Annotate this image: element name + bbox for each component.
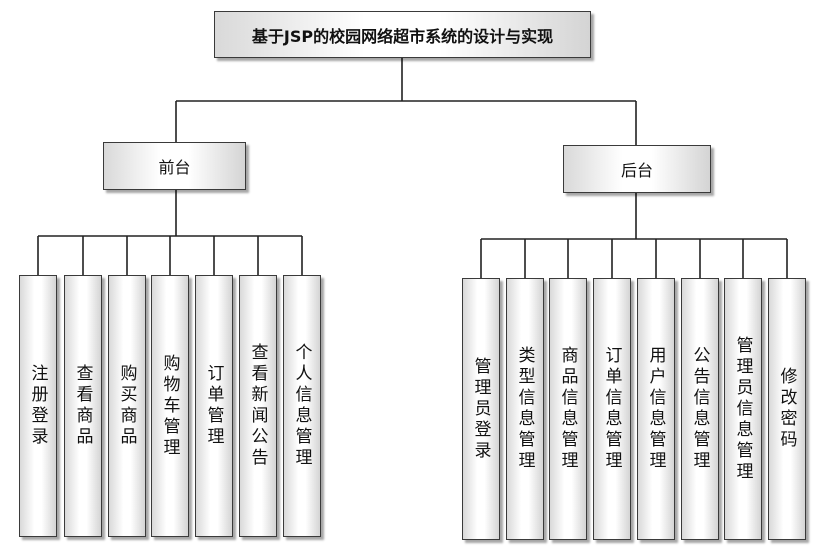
leaf-label: 查看新闻公告 [247, 343, 268, 469]
front-node: 前台 [103, 142, 246, 190]
leaf-label: 订单管理 [203, 364, 224, 448]
front-leaf-buy-products: 购买商品 [108, 275, 146, 537]
front-leaf-cart-management: 购物车管理 [151, 275, 189, 537]
front-leaf-order-management: 订单管理 [195, 275, 233, 537]
leaf-label: 修改密码 [776, 367, 797, 451]
leaf-label: 订单信息管理 [601, 346, 622, 472]
leaf-label: 商品信息管理 [557, 346, 578, 472]
back-leaf-user-info: 用户信息管理 [637, 278, 675, 540]
leaf-label: 个人信息管理 [291, 343, 312, 469]
front-leaf-view-news: 查看新闻公告 [239, 275, 277, 537]
root-node: 基于JSP的校园网络超市系统的设计与实现 [214, 11, 591, 58]
leaf-label: 公告信息管理 [689, 346, 710, 472]
leaf-label: 购物车管理 [159, 353, 180, 459]
leaf-label: 注册登录 [27, 364, 48, 448]
back-leaf-order-info: 订单信息管理 [593, 278, 631, 540]
leaf-label: 购买商品 [116, 364, 137, 448]
front-leaf-view-products: 查看商品 [64, 275, 102, 537]
back-node-label: 后台 [620, 161, 653, 180]
back-leaf-admin-info: 管理员信息管理 [724, 278, 762, 540]
leaf-label: 管理员信息管理 [732, 335, 753, 483]
leaf-label: 类型信息管理 [514, 346, 535, 472]
back-leaf-change-password: 修改密码 [768, 278, 806, 540]
back-leaf-product-info: 商品信息管理 [549, 278, 587, 540]
back-node: 后台 [563, 145, 711, 193]
back-leaf-admin-login: 管理员登录 [462, 278, 500, 540]
leaf-label: 管理员登录 [470, 356, 491, 462]
front-leaf-personal-info: 个人信息管理 [283, 275, 321, 537]
leaf-label: 查看商品 [72, 364, 93, 448]
leaf-label: 用户信息管理 [645, 346, 666, 472]
root-node-label: 基于JSP的校园网络超市系统的设计与实现 [251, 26, 554, 46]
front-node-label: 前台 [158, 158, 191, 177]
back-leaf-type-info: 类型信息管理 [506, 278, 544, 540]
front-leaf-register-login: 注册登录 [19, 275, 57, 537]
back-leaf-notice-info: 公告信息管理 [681, 278, 719, 540]
